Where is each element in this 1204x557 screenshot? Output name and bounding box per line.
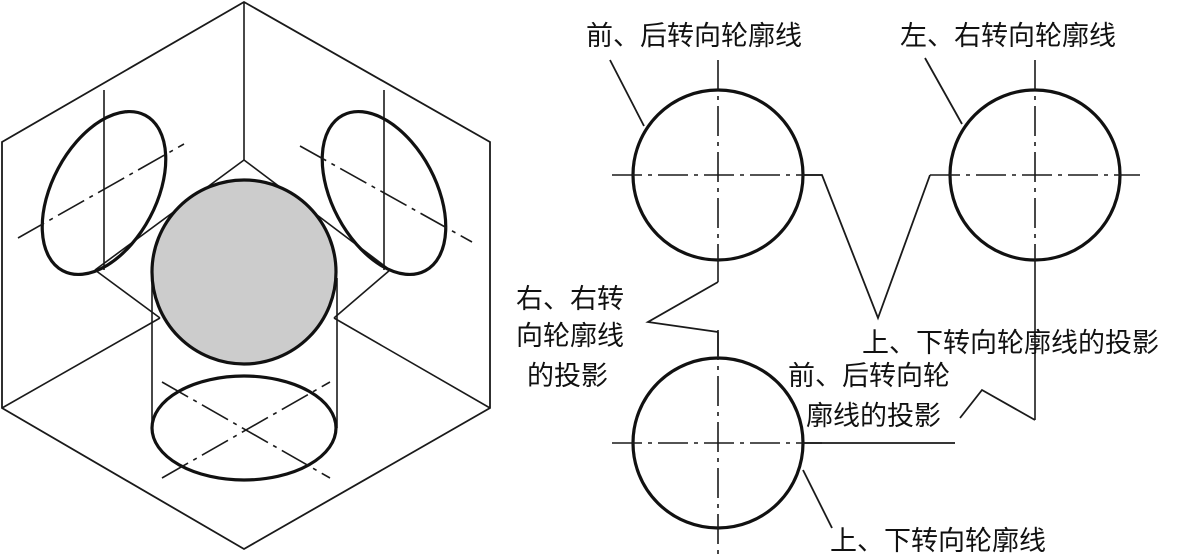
- leader-left-right-projection: [645, 281, 719, 333]
- left-face-ellipse: [40, 109, 168, 277]
- sphere: [150, 178, 338, 366]
- label-top-bottom-projection: 上、下转向轮廓线的投影: [862, 328, 1159, 359]
- right-face-centerline: [299, 145, 473, 243]
- label-left-right-projection-line3: 的投影: [527, 361, 608, 392]
- orthographic-views: 前、后转向轮廓线 左、右转向轮廓线 右、右转 向轮廓线 的投影 上、下转向轮廓线…: [516, 21, 1159, 557]
- isometric-view: [1, 0, 491, 551]
- label-front-back-contour: 前、后转向轮廓线: [586, 21, 802, 52]
- cube-outline: [1, 0, 491, 551]
- label-front-back-projection-line1: 前、后转向轮: [788, 361, 950, 392]
- cube-inner-line: [333, 269, 391, 319]
- left-face-centerline: [17, 143, 185, 239]
- cube-inner-line: [94, 269, 161, 319]
- label-left-right-projection-line1: 右、右转: [516, 284, 624, 315]
- label-left-right-projection-line2: 向轮廓线: [516, 321, 624, 352]
- bottom-face-centerline: [161, 381, 331, 479]
- label-left-right-contour: 左、右转向轮廓线: [900, 21, 1116, 52]
- leader-left-right-contour: [924, 57, 963, 125]
- cube-inner-line: [94, 159, 245, 271]
- leader-front-back-projection: [959, 388, 1036, 421]
- cube-inner-edge-left: [1, 317, 161, 409]
- cube-inner-edge-right: [333, 317, 491, 409]
- bottom-face-ellipse: [150, 374, 338, 482]
- right-face-ellipse: [320, 109, 448, 277]
- leader-front-back-contour: [609, 59, 645, 127]
- leader-top-bottom-projection: [803, 174, 931, 321]
- leader-top-bottom-contour: [802, 469, 833, 529]
- label-front-back-projection-line2: 廓线的投影: [806, 401, 941, 432]
- label-top-bottom-contour: 上、下转向轮廓线: [830, 526, 1046, 557]
